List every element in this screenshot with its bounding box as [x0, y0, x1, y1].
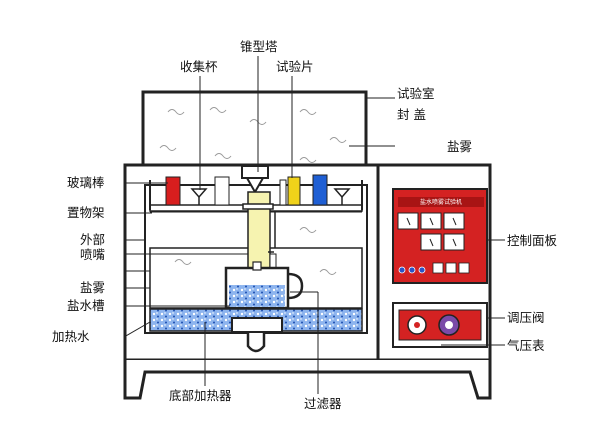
- brine-tank: [224, 261, 304, 310]
- bottom-drain: [231, 317, 283, 353]
- label-salt-fog-left: 盐雾: [80, 280, 106, 295]
- label-outer: 外部: [80, 232, 106, 247]
- label-heated-water: 加热水: [52, 329, 90, 344]
- label-filter: 过滤器: [304, 396, 342, 411]
- label-collection-cup: 收集杯: [180, 59, 218, 74]
- label-brine-tank: 盐水槽: [67, 298, 105, 313]
- gauge-panel: [392, 302, 488, 348]
- label-chamber-lid-1: 试验室: [397, 86, 435, 101]
- label-pressure-valve: 调压阀: [507, 310, 545, 325]
- indicator-lights: [398, 266, 426, 274]
- label-cone-tower: 锥型塔: [240, 39, 278, 54]
- label-test-piece: 试验片: [276, 59, 314, 74]
- salt-fog-wisps-top: [159, 107, 347, 163]
- control-panel-title: 盐水喷雾试验机: [419, 199, 462, 206]
- label-rack: 置物架: [67, 205, 105, 220]
- label-bottom-heater: 底部加热器: [169, 388, 232, 403]
- panel-switches: [432, 262, 470, 274]
- control-panel: [392, 188, 488, 284]
- collection-cups: [190, 188, 351, 205]
- label-pressure-gauge: 气压表: [507, 338, 545, 353]
- salt-fog-wisps-inner: [174, 227, 337, 275]
- label-control-panel: 控制面板: [507, 233, 558, 248]
- filter-element: [290, 291, 319, 312]
- test-samples: [165, 174, 328, 206]
- label-glass-rod: 玻璃棒: [67, 175, 105, 190]
- label-chamber-lid-2: 封 盖: [397, 107, 426, 122]
- label-nozzle: 喷嘴: [80, 247, 106, 262]
- label-salt-fog-top: 盐雾: [447, 139, 473, 154]
- leader-lines: [123, 56, 505, 394]
